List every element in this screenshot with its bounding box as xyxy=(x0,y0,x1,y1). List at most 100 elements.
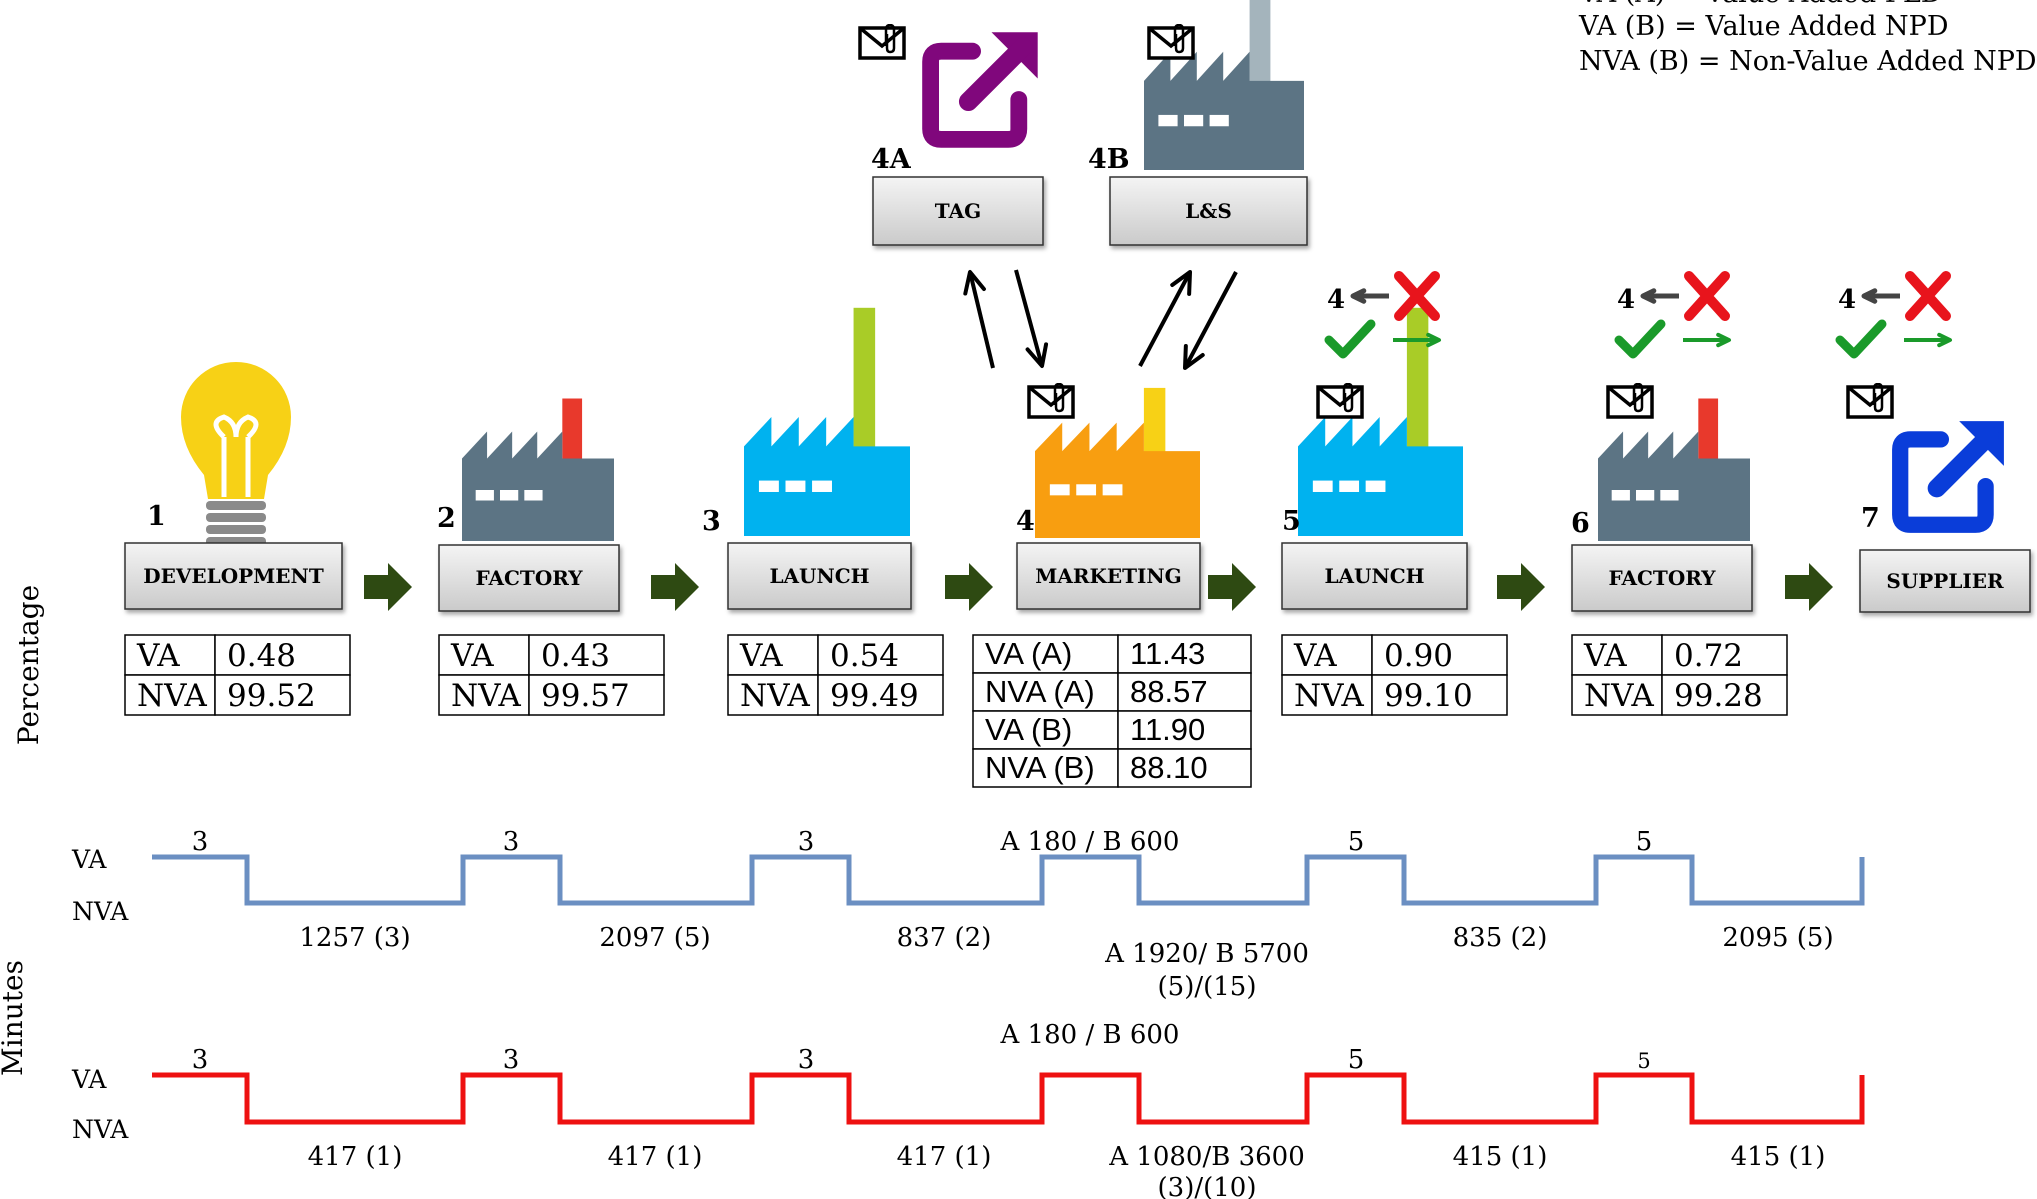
flow-arrows xyxy=(364,269,1833,611)
table-row-label: NVA (B) xyxy=(985,750,1095,785)
arrow-line xyxy=(968,271,995,369)
envelope-icon xyxy=(1027,383,1075,419)
flow-arrow xyxy=(1497,563,1545,611)
table-row-value: 99.49 xyxy=(830,678,919,714)
external-link-icon xyxy=(931,32,1038,139)
flow-arrow xyxy=(945,563,993,611)
stage-label: TAG xyxy=(935,199,981,223)
arrow-head xyxy=(1183,344,1205,370)
table-row-label: NVA xyxy=(1584,678,1654,714)
timeline-nva-value: A 1920/ B 5700 xyxy=(1104,939,1309,969)
table-row-value: 0.54 xyxy=(830,638,899,674)
table-cell xyxy=(528,674,665,716)
table-row-label: NVA xyxy=(451,678,521,714)
feedback-target-number: 4 xyxy=(1617,285,1635,315)
table-cell xyxy=(972,748,1119,788)
timeline-va-value: 3 xyxy=(798,827,815,857)
envelope-icon xyxy=(858,24,906,60)
stage-number: 7 xyxy=(1861,503,1880,534)
table-row-label: VA xyxy=(136,638,180,674)
timeline-nva-value: 417 (1) xyxy=(608,1142,703,1172)
factory-icon xyxy=(1035,387,1200,538)
cross-icon xyxy=(1905,271,1951,321)
table-cell xyxy=(214,674,351,716)
envelope-icon xyxy=(1147,24,1195,60)
table-row-label: VA xyxy=(739,638,783,674)
table-cell xyxy=(1571,634,1663,676)
external-link-icon xyxy=(1900,421,2004,525)
timeline-va-value: A 180 / B 600 xyxy=(1000,1020,1180,1050)
timeline-step-line xyxy=(152,854,1865,906)
table-row-label: NVA xyxy=(740,678,810,714)
timeline-va-value: 3 xyxy=(503,827,520,857)
timeline-nva-value: 835 (2) xyxy=(1453,923,1548,953)
timeline-va-value: 5 xyxy=(1348,1045,1365,1075)
flow-arrow xyxy=(651,563,699,611)
table-cell xyxy=(1571,674,1663,716)
timeline-nva-value: 417 (1) xyxy=(897,1142,992,1172)
feedback-target-number: 4 xyxy=(1838,285,1856,315)
table-cell xyxy=(1117,748,1252,788)
stage-box xyxy=(1281,542,1468,610)
table-cell xyxy=(1371,634,1508,676)
timeline-va-label: VA xyxy=(71,1065,107,1094)
timeline-nva-value: 415 (1) xyxy=(1731,1142,1826,1172)
arrow-head xyxy=(1170,270,1192,296)
flow-arrow xyxy=(364,563,412,611)
stage-number: 3 xyxy=(702,506,721,537)
timeline-va-value: 3 xyxy=(192,827,209,857)
table-row-value: 99.28 xyxy=(1674,678,1763,714)
table-cell xyxy=(1281,634,1373,676)
percentage-axis-label: Percentage xyxy=(12,585,45,745)
stage-label: SUPPLIER xyxy=(1886,569,2004,593)
timeline-va-value: A 180 / B 600 xyxy=(1000,827,1180,857)
check-icon xyxy=(1835,319,1887,359)
factory-icon xyxy=(1298,307,1463,536)
timeline-nva-value: A 1080/B 3600 xyxy=(1108,1142,1305,1172)
check-icon xyxy=(1614,319,1666,359)
table-row-value: 0.72 xyxy=(1674,638,1743,674)
stage-label: L&S xyxy=(1185,199,1232,223)
timeline-nva-value: 2097 (5) xyxy=(599,923,710,953)
timeline-nva-value: 2095 (5) xyxy=(1722,923,1833,953)
table-row-value: 99.10 xyxy=(1384,678,1473,714)
table-row-value: 99.57 xyxy=(541,678,630,714)
table-row-value: 0.43 xyxy=(541,638,610,674)
stage-number: 1 xyxy=(147,501,166,532)
timeline-nva-label: NVA xyxy=(72,897,129,926)
stage-number: 2 xyxy=(437,503,456,534)
table-cell xyxy=(1661,634,1788,676)
arrow-head xyxy=(1350,288,1367,304)
stage-label: MARKETING xyxy=(1035,564,1182,588)
arrow-head xyxy=(1640,288,1657,304)
factory-icon xyxy=(1598,398,1750,541)
legend-line: VA (A) = Value Added PLD xyxy=(1578,0,1942,9)
arrow-head xyxy=(963,270,986,296)
cross-icon xyxy=(1394,271,1440,321)
stage-label: LAUNCH xyxy=(769,564,869,588)
table-cell xyxy=(1117,634,1252,674)
timeline-va-label: VA xyxy=(71,845,107,874)
timeline-nva-label: NVA xyxy=(72,1115,129,1144)
timeline-nva-extra: (5)/(15) xyxy=(1158,972,1257,1002)
table-row-label: VA xyxy=(1583,638,1627,674)
arrow-head xyxy=(1861,288,1878,304)
legend: VA (A) = Value Added PLD VA (B) = Value … xyxy=(1578,0,2037,77)
table-cell xyxy=(528,634,665,676)
table-cell xyxy=(1117,710,1252,750)
stage-number: 6 xyxy=(1571,508,1590,539)
arrow-head xyxy=(1716,332,1731,348)
branch-4b: L&S4B xyxy=(1088,24,1308,246)
stage-number: 4 xyxy=(1016,506,1035,537)
factory-icon xyxy=(462,398,614,541)
table-row-value: 0.48 xyxy=(227,638,296,674)
